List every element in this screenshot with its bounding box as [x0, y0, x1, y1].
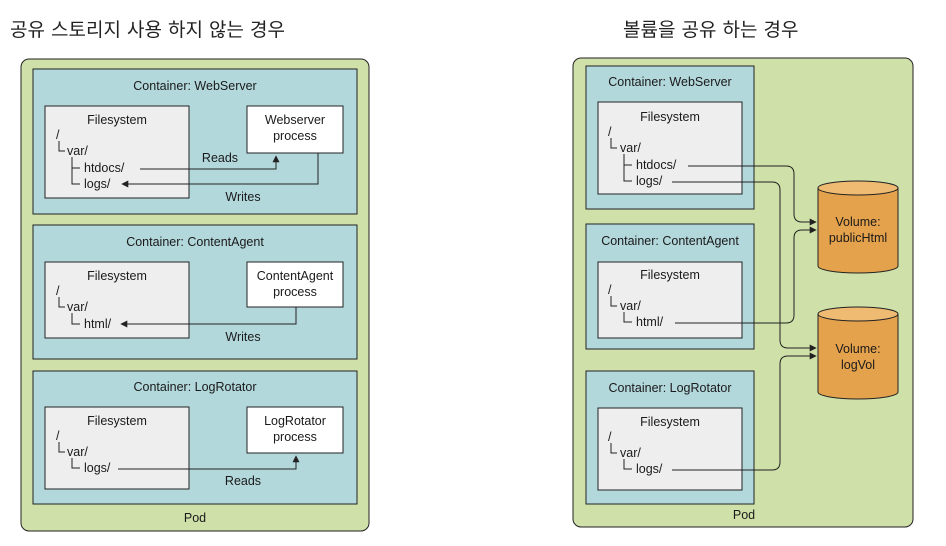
left-webserver-reads-arrow	[140, 155, 280, 170]
left-contentagent-writes-label: Writes	[225, 330, 260, 344]
right-contentagent-container-title: Container: ContentAgent	[601, 234, 739, 248]
right-contentagent-html: html/	[636, 315, 664, 329]
left-webserver-root: /	[56, 128, 60, 142]
volume-logvol-top	[817, 306, 899, 322]
right-webserver-container-title: Container: WebServer	[608, 75, 731, 89]
left-webserver-writes-arrow	[121, 153, 319, 188]
left-contentagent-tree-var	[58, 297, 65, 308]
left-webserver-filesystem	[44, 105, 190, 199]
right-pod: Pod Container: WebServer Filesystem / va…	[572, 57, 914, 528]
left-contentagent-process-line2: process	[273, 285, 317, 299]
left-logrotator-tree-children	[71, 458, 80, 469]
left-contentagent-writes-arrow	[120, 307, 297, 328]
left-logrotator-process-line2: process	[273, 430, 317, 444]
volume-publichtml-body	[817, 188, 899, 274]
left-pod: Pod Container: WebServer Filesystem / va…	[20, 58, 370, 532]
volume-logvol-line1: Volume:	[835, 342, 880, 356]
right-logrotator-container: Container: LogRotator Filesystem / var/ …	[585, 370, 755, 505]
right-contentagent-var: var/	[620, 299, 641, 313]
left-webserver-process-line2: process	[273, 129, 317, 143]
connector-htdocs-to-publichtml	[688, 165, 817, 226]
left-webserver-process-line1: Webserver	[265, 113, 325, 127]
left-logrotator-container-title: Container: LogRotator	[134, 380, 257, 394]
volume-logvol: Volume: logVol	[817, 306, 899, 400]
left-webserver-container-title: Container: WebServer	[133, 79, 256, 93]
left-contentagent-tree-children	[71, 313, 80, 325]
right-pod-label: Pod	[733, 508, 755, 522]
right-webserver-var: var/	[620, 141, 641, 155]
left-webserver-tree-var	[58, 141, 65, 152]
left-title: 공유 스토리지 사용 하지 않는 경우	[10, 19, 285, 41]
left-logrotator-fs-title: Filesystem	[87, 414, 147, 428]
right-contentagent-filesystem	[597, 261, 743, 339]
volume-publichtml: Volume: publicHtml	[817, 180, 899, 274]
left-contentagent-container-title: Container: ContentAgent	[126, 235, 264, 249]
volume-publichtml-top	[817, 180, 899, 196]
left-logrotator-reads-arrow	[118, 455, 300, 470]
left-webserver-container: Container: WebServer Filesystem / var/ h…	[32, 68, 358, 215]
left-webserver-var: var/	[67, 144, 88, 158]
left-contentagent-process-line1: ContentAgent	[257, 269, 334, 283]
left-webserver-htdocs: htdocs/	[84, 161, 125, 175]
right-webserver-filesystem	[597, 101, 743, 195]
right-logrotator-root: /	[608, 430, 612, 444]
left-logrotator-process	[246, 406, 344, 454]
connector-html-to-publichtml	[675, 226, 817, 324]
right-logrotator-logs: logs/	[636, 462, 663, 476]
left-logrotator-process-line1: LogRotator	[264, 414, 326, 428]
right-logrotator-tree-children	[623, 459, 632, 470]
left-contentagent-var: var/	[67, 300, 88, 314]
left-contentagent-container: Container: ContentAgent Filesystem / var…	[32, 224, 358, 360]
right-webserver-logs: logs/	[636, 174, 663, 188]
left-webserver-tree-children	[71, 157, 80, 185]
left-logrotator-filesystem	[44, 406, 190, 490]
left-logrotator-var: var/	[67, 445, 88, 459]
left-logrotator-logs: logs/	[84, 461, 111, 475]
left-logrotator-container: Container: LogRotator Filesystem / var/ …	[32, 370, 358, 505]
right-contentagent-tree-children	[623, 312, 632, 323]
right-logrotator-filesystem	[597, 407, 743, 491]
right-webserver-root: /	[608, 125, 612, 139]
volume-publichtml-line2: publicHtml	[829, 231, 887, 245]
right-title: 볼륨을 공유 하는 경우	[623, 19, 798, 41]
left-webserver-logs: logs/	[84, 177, 111, 191]
left-contentagent-root: /	[56, 284, 60, 298]
left-webserver-writes-label: Writes	[225, 190, 260, 204]
right-logrotator-container-title: Container: LogRotator	[609, 381, 732, 395]
left-logrotator-reads-label: Reads	[225, 474, 261, 488]
right-contentagent-container: Container: ContentAgent Filesystem / var…	[585, 223, 755, 350]
left-logrotator-root: /	[56, 429, 60, 443]
right-webserver-fs-title: Filesystem	[640, 110, 700, 124]
right-logrotator-tree-var	[610, 443, 617, 454]
left-webserver-reads-label: Reads	[202, 151, 238, 165]
left-logrotator-tree-var	[58, 442, 65, 453]
left-webserver-fs-title: Filesystem	[87, 113, 147, 127]
right-logrotator-var: var/	[620, 446, 641, 460]
left-contentagent-html: html/	[84, 317, 112, 331]
right-logrotator-fs-title: Filesystem	[640, 415, 700, 429]
left-webserver-process	[246, 105, 344, 154]
right-contentagent-tree-var	[610, 296, 617, 307]
right-contentagent-fs-title: Filesystem	[640, 268, 700, 282]
volume-logvol-line2: logVol	[841, 358, 875, 372]
right-webserver-tree-children	[623, 154, 632, 182]
left-contentagent-fs-title: Filesystem	[87, 269, 147, 283]
right-contentagent-root: /	[608, 283, 612, 297]
left-contentagent-filesystem	[44, 261, 190, 339]
left-pod-label: Pod	[184, 511, 206, 525]
right-webserver-htdocs: htdocs/	[636, 158, 677, 172]
right-webserver-tree-var	[610, 138, 617, 149]
volume-logvol-body	[817, 314, 899, 400]
connector-logs-to-logvol	[672, 181, 817, 352]
right-webserver-container: Container: WebServer Filesystem / var/ h…	[585, 65, 755, 210]
volume-publichtml-line1: Volume:	[835, 215, 880, 229]
left-contentagent-process	[246, 261, 344, 308]
connector-logrotator-logs-to-logvol	[672, 352, 817, 471]
